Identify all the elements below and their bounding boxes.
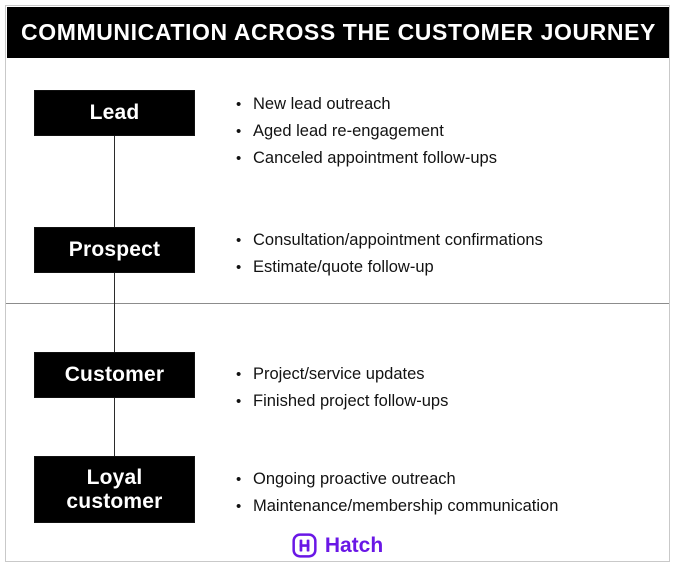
page-title: COMMUNICATION ACROSS THE CUSTOMER JOURNE…: [21, 19, 656, 45]
stage-label-prospect: Prospect: [68, 238, 161, 262]
bullet-list-prospect: Consultation/appointment confirmations E…: [234, 227, 654, 281]
bullet-list-lead: New lead outreach Aged lead re-engagemen…: [234, 91, 654, 172]
list-item: Ongoing proactive outreach: [234, 466, 654, 493]
bullet-list-customer: Project/service updates Finished project…: [234, 361, 654, 415]
brand-name: Hatch: [324, 534, 384, 557]
list-item: Maintenance/membership communication: [234, 493, 654, 520]
connector-line-customer-loyal: [114, 394, 116, 460]
bullet-list-loyal-customer: Ongoing proactive outreach Maintenance/m…: [234, 466, 654, 520]
hatch-logo-icon: [292, 533, 317, 558]
list-item: New lead outreach: [234, 91, 654, 118]
list-item: Estimate/quote follow-up: [234, 254, 654, 281]
list-item: Finished project follow-ups: [234, 388, 654, 415]
list-item: Consultation/appointment confirmations: [234, 227, 654, 254]
stage-box-lead: Lead: [34, 90, 195, 136]
stage-label-customer: Customer: [64, 363, 165, 387]
infographic-canvas: COMMUNICATION ACROSS THE CUSTOMER JOURNE…: [5, 5, 670, 562]
stage-box-prospect: Prospect: [34, 227, 195, 273]
connector-line-lead-prospect: [114, 136, 116, 236]
connector-line-prospect-customer: [114, 268, 116, 358]
stage-label-lead: Lead: [89, 101, 140, 125]
list-item: Project/service updates: [234, 361, 654, 388]
brand-lockup: Hatch: [6, 533, 669, 558]
header-banner: COMMUNICATION ACROSS THE CUSTOMER JOURNE…: [7, 7, 669, 58]
section-divider: [6, 303, 669, 304]
list-item: Canceled appointment follow-ups: [234, 145, 654, 172]
list-item: Aged lead re-engagement: [234, 118, 654, 145]
stage-box-customer: Customer: [34, 352, 195, 398]
